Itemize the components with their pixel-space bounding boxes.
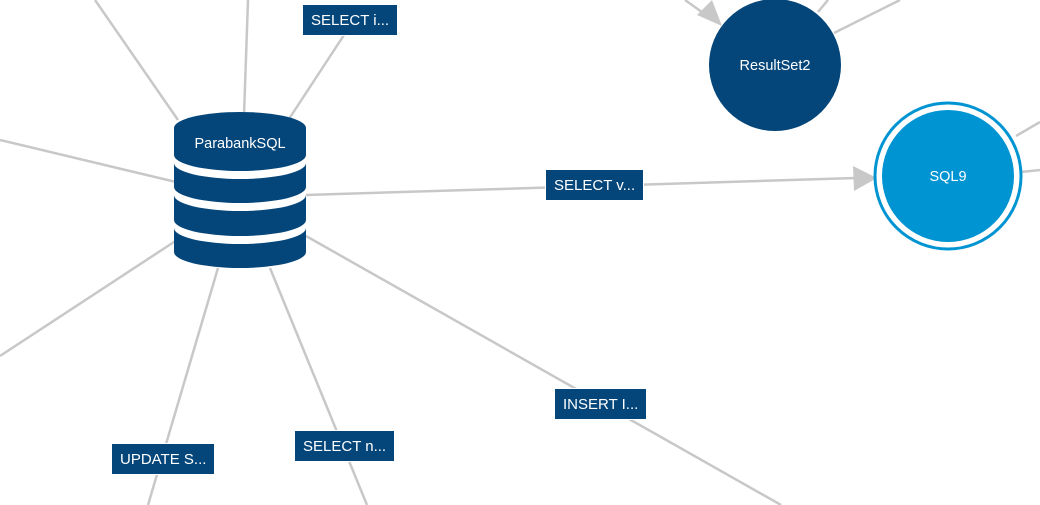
node-circle-sql9 [882, 110, 1014, 242]
node-label-parabanksql: ParabankSQL [194, 136, 285, 152]
edge-label-select-v[interactable]: SELECT v... [545, 169, 645, 201]
edge-sql9-right[interactable] [1020, 168, 1040, 174]
edge-db-top[interactable] [242, 0, 250, 116]
edge-resultset2-top[interactable] [817, 0, 829, 13]
edge-db-lower-left[interactable] [0, 238, 178, 358]
edge-label-select-n[interactable]: SELECT n... [294, 430, 396, 462]
node-circle-resultset2 [709, 0, 841, 131]
edge-db-top-left[interactable] [93, 0, 180, 121]
database-icon [174, 112, 306, 268]
node-resultset2[interactable]: ResultSet2 [709, 0, 841, 131]
node-sql9[interactable]: SQL9 [873, 101, 1023, 251]
edge-db-left[interactable] [0, 138, 177, 184]
edge-label-update-s[interactable]: UPDATE S... [111, 443, 216, 475]
arrowhead-resultset2 [697, 0, 722, 26]
arrowhead-sql9 [853, 166, 877, 191]
node-label-resultset2: ResultSet2 [740, 58, 811, 74]
edge-db-insert-i[interactable] [305, 234, 782, 505]
edge-resultset2-right[interactable] [833, 0, 901, 35]
node-label-sql9: SQL9 [929, 169, 966, 185]
node-parabanksql[interactable]: ParabankSQL [174, 112, 306, 268]
edge-db-select-i[interactable] [285, 34, 346, 123]
edge-db-select-n[interactable] [268, 267, 369, 505]
edge-label-insert-i[interactable]: INSERT I... [554, 388, 648, 420]
edge-label-select-i[interactable]: SELECT i... [302, 4, 399, 36]
edge-sql9-upper-right[interactable] [1015, 120, 1040, 138]
